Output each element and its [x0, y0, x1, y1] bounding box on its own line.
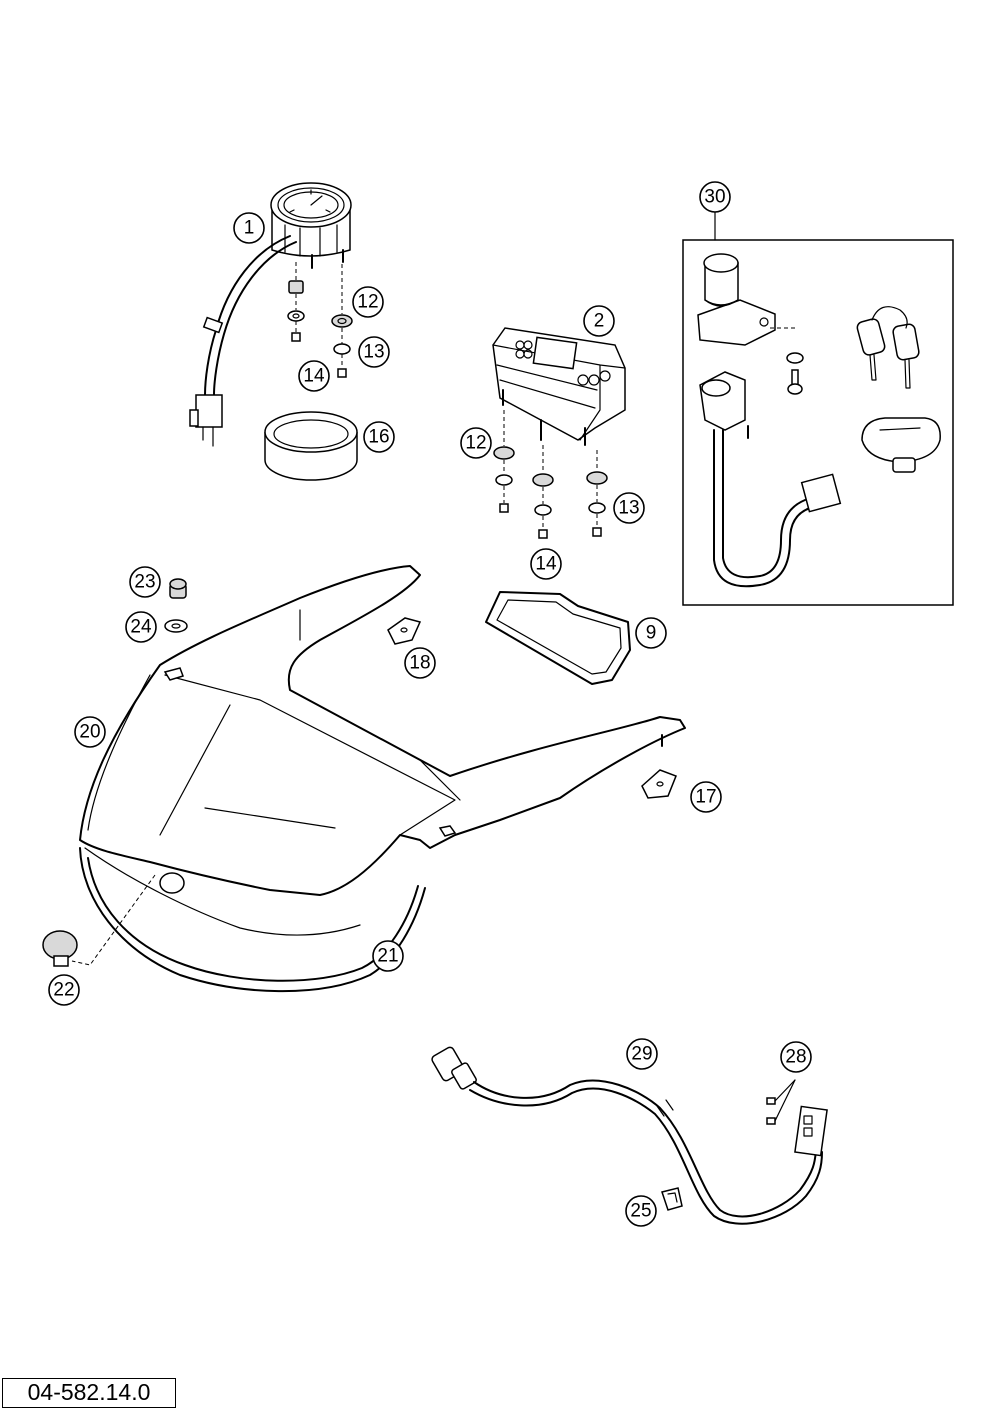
bracket-18	[387, 617, 422, 645]
callout-14a: 14	[298, 360, 330, 392]
digital-dashboard	[492, 327, 626, 446]
callout-20: 20	[74, 716, 106, 748]
svg-text:9: 9	[646, 623, 657, 644]
callout-17: 17	[690, 781, 722, 813]
svg-text:30: 30	[704, 187, 725, 208]
callout-28: 28	[780, 1041, 812, 1073]
svg-text:16: 16	[368, 427, 389, 448]
svg-text:12: 12	[465, 433, 486, 454]
callout-14b: 14	[530, 548, 562, 580]
svg-text:21: 21	[377, 946, 398, 967]
plug-cap	[42, 872, 185, 967]
svg-text:28: 28	[785, 1047, 806, 1068]
svg-text:24: 24	[130, 617, 152, 638]
callout-22: 22	[48, 974, 80, 1006]
callout-25: 25	[625, 1195, 657, 1227]
drawing-number: 04-582.14.0	[2, 1378, 176, 1408]
svg-text:29: 29	[631, 1044, 652, 1065]
nut-and-washer	[164, 578, 188, 633]
svg-text:2: 2	[594, 311, 605, 332]
callout-24: 24	[125, 611, 157, 643]
svg-text:18: 18	[409, 653, 430, 674]
callout-23: 23	[129, 566, 161, 598]
svg-text:17: 17	[695, 787, 716, 808]
svg-text:13: 13	[363, 342, 384, 363]
svg-text:20: 20	[79, 722, 100, 743]
ignition-lock-set	[697, 253, 941, 588]
fairing-edge-strip	[79, 847, 426, 993]
callout-29: 29	[626, 1038, 658, 1070]
callout-12a: 12	[352, 286, 384, 318]
callout-13b: 13	[613, 492, 645, 524]
callout-18: 18	[404, 647, 436, 679]
callout-1: 1	[233, 212, 265, 244]
ignition-lock-set-frame	[682, 239, 954, 606]
callout-30: 30	[699, 181, 731, 213]
callout-9: 9	[635, 617, 667, 649]
svg-text:1: 1	[244, 218, 255, 239]
wiring-harness	[431, 1046, 823, 1225]
callout-2: 2	[583, 305, 615, 337]
rubber-ring	[264, 411, 358, 481]
svg-text:13: 13	[618, 498, 639, 519]
dashboard-mounting-hardware	[493, 410, 608, 539]
callout-12b: 12	[460, 427, 492, 459]
cable-clip	[661, 1187, 683, 1211]
switch-with-screws	[766, 1079, 828, 1157]
svg-text:23: 23	[134, 572, 155, 593]
gauge-mounting-hardware	[287, 262, 353, 378]
bracket-17	[641, 769, 677, 799]
svg-text:14: 14	[303, 366, 325, 387]
speedometer-gauge	[189, 182, 352, 447]
svg-text:22: 22	[53, 980, 74, 1001]
headlight-fairing	[79, 565, 686, 896]
svg-text:14: 14	[535, 554, 557, 575]
callout-13a: 13	[358, 336, 390, 368]
svg-text:12: 12	[357, 292, 378, 313]
svg-text:25: 25	[630, 1201, 651, 1222]
rubber-frame	[485, 591, 631, 685]
callout-16: 16	[363, 421, 395, 453]
callout-21: 21	[372, 940, 404, 972]
